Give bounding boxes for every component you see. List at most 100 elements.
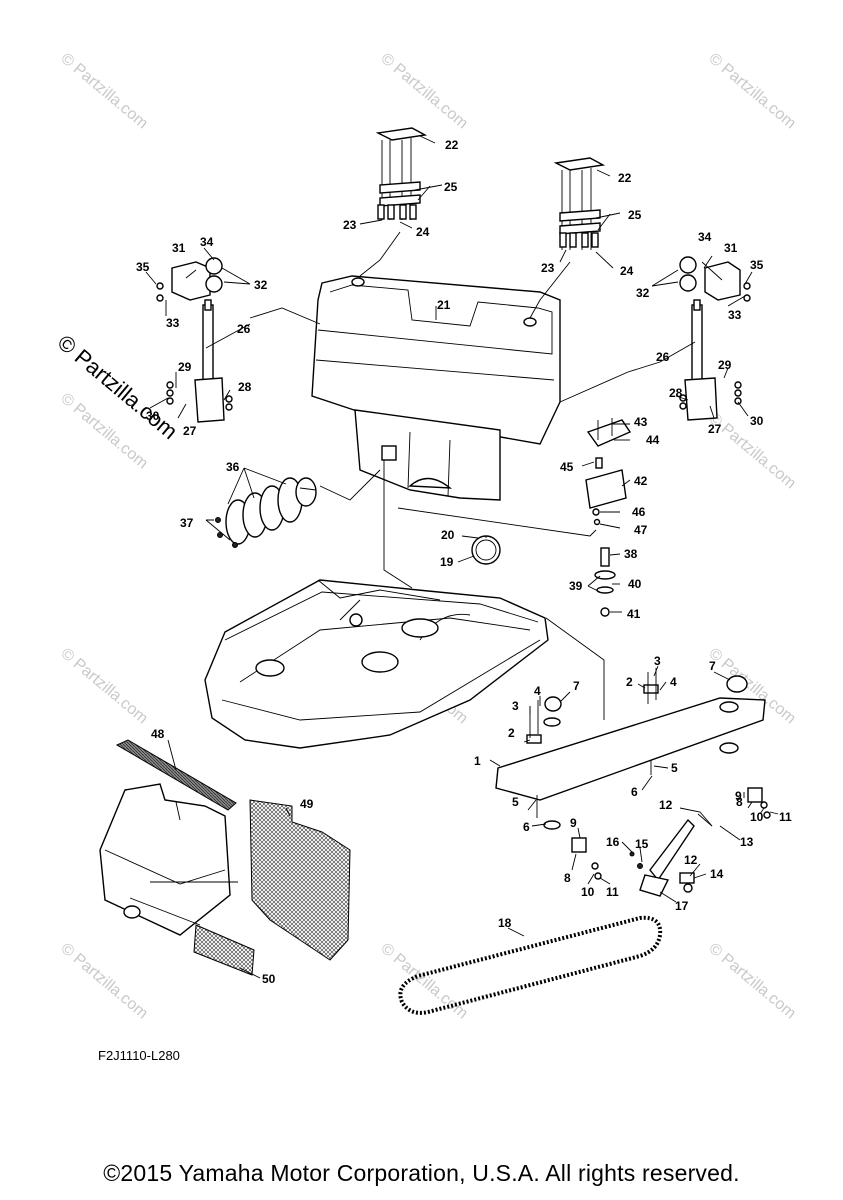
callout-29: 29 [178,360,192,374]
callout-48: 48 [151,727,165,741]
callout-11: 11 [779,810,792,824]
callout-2: 2 [508,726,515,740]
copyright-notice: ©2015 Yamaha Motor Corporation, U.S.A. A… [103,1160,740,1186]
callout-2: 2 [626,675,633,689]
callout-36: 36 [226,460,240,474]
callout-23: 23 [343,218,357,232]
callout-6: 6 [523,820,530,834]
storage-liner [99,739,351,976]
callout-10: 10 [750,810,764,824]
callout-30: 30 [146,409,160,423]
callout-25: 25 [444,180,458,194]
callout-18: 18 [498,916,512,930]
watermark-text-large: © Partzilla.com [53,330,183,444]
callout-28: 28 [669,386,683,400]
callout-3: 3 [512,699,519,713]
callout-30: 30 [750,414,764,428]
callout-3: 3 [654,654,661,668]
callout-29: 29 [718,358,732,372]
callout-47: 47 [634,523,648,537]
callout-5: 5 [671,761,678,775]
callout-8: 8 [736,795,743,809]
callout-35: 35 [136,260,150,274]
callout-13: 13 [740,835,754,849]
callout-43: 43 [634,415,648,429]
seal-ring-18 [398,915,663,1015]
callout-50: 50 [262,972,276,986]
callout-37: 37 [180,516,194,530]
callout-22: 22 [618,171,632,185]
callout-34: 34 [200,235,214,249]
callout-32: 32 [636,286,650,300]
callout-31: 31 [724,241,738,255]
gas-strut-right [679,256,751,421]
watermark-text: © Partzilla.com [57,50,151,132]
watermark-text: © Partzilla.com [705,940,799,1022]
callout-46: 46 [632,505,646,519]
callout-5: 5 [512,795,519,809]
callout-45: 45 [560,460,574,474]
callout-32: 32 [254,278,268,292]
callout-26: 26 [656,350,670,364]
callout-23: 23 [541,261,555,275]
callout-15: 15 [635,837,649,851]
callout-6: 6 [631,785,638,799]
callout-34: 34 [698,230,712,244]
diagram-code: F2J1110-L280 [98,1048,180,1063]
callout-4: 4 [670,675,677,689]
callout-40: 40 [628,577,642,591]
watermark-text: © Partzilla.com [57,940,151,1022]
callout-25: 25 [628,208,642,222]
callout-19: 19 [440,555,454,569]
callout-9: 9 [735,789,742,803]
callout-27: 27 [183,424,197,438]
callout-24: 24 [416,225,430,239]
callout-1: 1 [474,754,481,768]
watermark-text: © Partzilla.com [377,50,471,132]
callout-38: 38 [624,547,638,561]
callout-35: 35 [750,258,764,272]
boat-hull [204,535,549,749]
callout-27: 27 [708,422,722,436]
callout-33: 33 [728,308,742,322]
callout-7: 7 [573,679,580,693]
callout-11: 11 [606,885,619,899]
callout-9: 9 [570,816,577,830]
callout-28: 28 [238,380,252,394]
callout-8: 8 [564,871,571,885]
callout-44: 44 [646,433,660,447]
latch-assembly [585,418,632,617]
watermark-text: © Partzilla.com [377,940,471,1022]
callout-12: 12 [684,853,698,867]
hatch-lid [311,275,561,501]
callout-26: 26 [237,322,251,336]
cup-holder-set [215,477,317,548]
callout-33: 33 [166,316,180,330]
callout-17: 17 [675,899,689,913]
watermark-text: © Partzilla.com [705,50,799,132]
callout-24: 24 [620,264,634,278]
callout-49: 49 [300,797,314,811]
ski-locker-hatch [495,668,771,897]
callout-20: 20 [441,528,455,542]
callout-16: 16 [606,835,620,849]
callout-14: 14 [710,867,724,881]
callout-31: 31 [172,241,186,255]
callout-10: 10 [581,885,595,899]
leader-lines [129,135,779,979]
callout-4: 4 [534,684,541,698]
callout-12: 12 [659,798,673,812]
callout-22: 22 [445,138,459,152]
gas-strut-left [156,257,233,423]
callout-21: 21 [437,298,451,312]
callout-39: 39 [569,579,583,593]
watermark-text: © Partzilla.com [57,645,151,727]
hinge-pins-left [375,127,428,220]
callout-7: 7 [709,659,716,673]
hinge-pins-right [553,157,606,250]
callout-41: 41 [627,607,641,621]
callout-42: 42 [634,474,648,488]
